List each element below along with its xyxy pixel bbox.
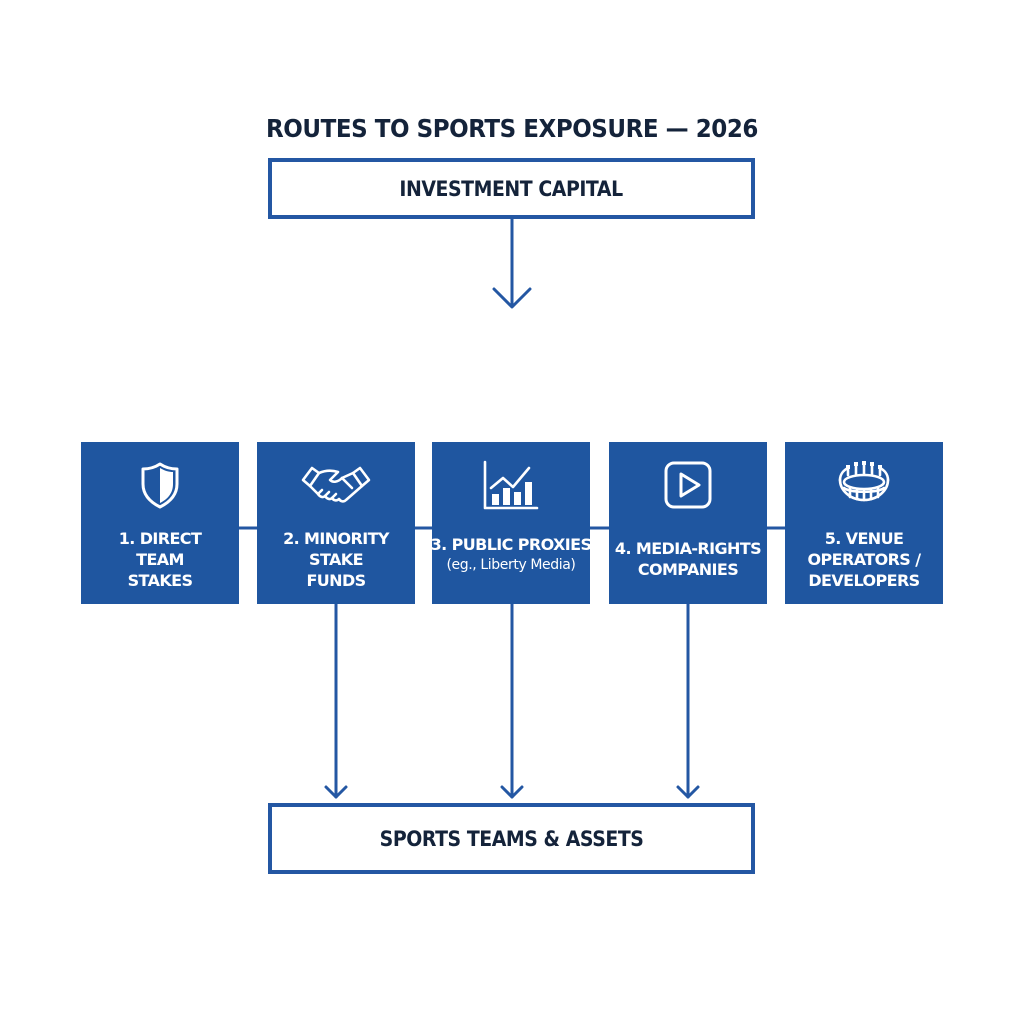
route-label-line: COMPANIES [637,560,739,579]
stadium-icon [785,460,943,510]
investment-capital-label: INVESTMENT CAPITAL [399,176,624,201]
route-label: 3. PUBLIC PROXIES (eg., Liberty Media) [426,534,596,576]
shield-icon [81,460,239,510]
route-label-line: TEAM [136,550,184,569]
route-label-line: 2. MINORITY [283,529,389,548]
diagram-title: ROUTES TO SPORTS EXPOSURE — 2026 [266,114,758,143]
route-2-arrowhead [324,785,348,799]
play-button-icon [609,460,767,510]
route-label-line: OPERATORS / [807,550,922,569]
route-box-public-proxies: 3. PUBLIC PROXIES (eg., Liberty Media) [431,442,592,604]
route-label-line: 1. DIRECT [118,529,202,548]
route-box-direct-team-stakes: 1. DIRECT TEAM STAKES [81,442,239,604]
route-label: 4. MEDIA-RIGHTS COMPANIES [603,538,773,580]
route-box-venue-operators-developers: 5. VENUE OPERATORS / DEVELOPERS [785,442,943,604]
handshake-icon [257,460,415,510]
route-label-line: 4. MEDIA-RIGHTS [614,539,762,558]
route-label-example: (eg., Liberty Media) [446,557,576,573]
route-label-line: FUNDS [306,571,366,590]
route-4-arrowhead [676,785,700,799]
sports-teams-assets-label: SPORTS TEAMS & ASSETS [379,826,644,851]
route-label: 2. MINORITY STAKE FUNDS [251,528,421,591]
investment-capital-node: INVESTMENT CAPITAL [268,158,755,219]
route-3-arrowhead [500,785,524,799]
route-label-line: 3. PUBLIC PROXIES [430,535,592,554]
route-label: 1. DIRECT TEAM STAKES [75,528,245,591]
route-label: 5. VENUE OPERATORS / DEVELOPERS [779,528,949,591]
sports-teams-assets-node: SPORTS TEAMS & ASSETS [268,803,755,874]
route-box-media-rights-companies: 4. MEDIA-RIGHTS COMPANIES [609,442,767,604]
route-label-line: 5. VENUE [824,529,904,548]
route-label-line: STAKES [127,571,193,590]
capital-arrowhead [492,287,532,309]
route-box-minority-stake-funds: 2. MINORITY STAKE FUNDS [257,442,415,604]
route-label-line: STAKE [309,550,364,569]
bar-chart-growth-icon [432,460,590,510]
route-label-line: DEVELOPERS [808,571,920,590]
